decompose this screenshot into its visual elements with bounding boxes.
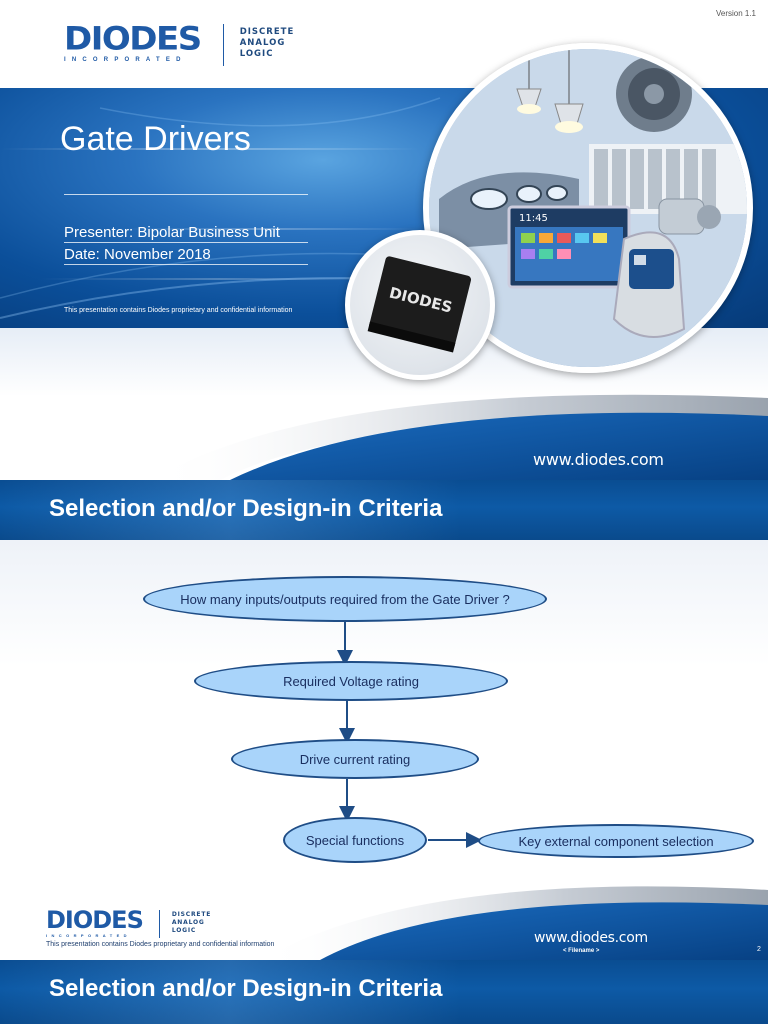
criteria-slide-continued: Selection and/or Design-in Criteria	[0, 960, 768, 1024]
footer-tagline-discrete: DISCRETE	[171, 911, 212, 918]
blue-swoosh	[150, 394, 768, 480]
slide-header-bar: Selection and/or Design-in Criteria	[0, 960, 768, 1024]
tagline-discrete: DISCRETE	[239, 27, 295, 37]
flow-node-external-components: Key external component selection	[478, 824, 754, 858]
tv-clock-text: 11:45	[519, 213, 548, 224]
logo-tagline: DISCRETE ANALOG LOGIC	[240, 27, 295, 60]
website-url[interactable]: www.diodes.com	[533, 450, 664, 469]
logo-divider	[222, 24, 224, 66]
page-number: 2	[757, 946, 761, 953]
slide-title: Selection and/or Design-in Criteria	[49, 975, 443, 1002]
footer-logo: DIODES INCORPORATED DISCRETE ANALOG LOGI…	[46, 908, 211, 938]
flow-node-inputs-outputs: How many inputs/outputs required from th…	[143, 576, 547, 622]
flow-node-drive-current: Drive current rating	[231, 739, 479, 779]
light-streak	[0, 148, 420, 150]
tagline-analog: ANALOG	[239, 38, 286, 48]
chip-photo: DIODES	[345, 230, 495, 380]
flow-node-voltage-rating: Required Voltage rating	[194, 661, 508, 701]
flow-connectors	[337, 622, 482, 848]
diodes-logo: DIODES INCORPORATED DISCRETE ANALOG LOGI…	[64, 22, 294, 70]
collage-illustration: 11:45	[429, 49, 747, 367]
footer-swoosh	[260, 886, 768, 960]
light-streak	[120, 228, 420, 230]
slide-title: Selection and/or Design-in Criteria	[49, 495, 443, 522]
chip-illustration: DIODES	[367, 256, 472, 353]
logo-subtitle: INCORPORATED	[64, 57, 187, 63]
slide-header-bar: Selection and/or Design-in Criteria	[0, 480, 768, 540]
light-streak	[40, 278, 400, 280]
presenter-line: Presenter: Bipolar Business Unit	[64, 224, 280, 241]
footer-filename: < Filename >	[563, 948, 600, 954]
flow-node-special-functions: Special functions	[283, 817, 427, 863]
criteria-slide: Selection and/or Design-in Criteria How …	[0, 480, 768, 960]
title-slide: Version 1.1 DIODES INCORPORATED DISCRETE…	[0, 0, 768, 480]
footer-tagline: DISCRETE ANALOG LOGIC	[172, 911, 211, 935]
date-line: Date: November 2018	[64, 246, 211, 263]
footer-tagline-analog: ANALOG	[171, 919, 205, 926]
confidential-notice: This presentation contains Diodes propri…	[64, 307, 293, 314]
version-label: Version 1.1	[715, 9, 756, 18]
presenter-rule	[64, 242, 308, 243]
presentation-title: Gate Drivers	[60, 120, 251, 158]
footer-logo-subtitle: INCORPORATED	[46, 933, 131, 938]
footer-logo-divider	[158, 910, 160, 938]
title-rule	[64, 194, 308, 195]
footer-logo-wordmark: DIODES	[46, 906, 144, 934]
date-rule	[64, 264, 308, 265]
tagline-logic: LOGIC	[239, 49, 274, 59]
footer-website-url[interactable]: www.diodes.com	[534, 930, 648, 946]
footer-confidential-notice: This presentation contains Diodes propri…	[46, 941, 275, 948]
logo-wordmark: DIODES	[64, 20, 202, 58]
footer-tagline-logic: LOGIC	[171, 927, 197, 934]
